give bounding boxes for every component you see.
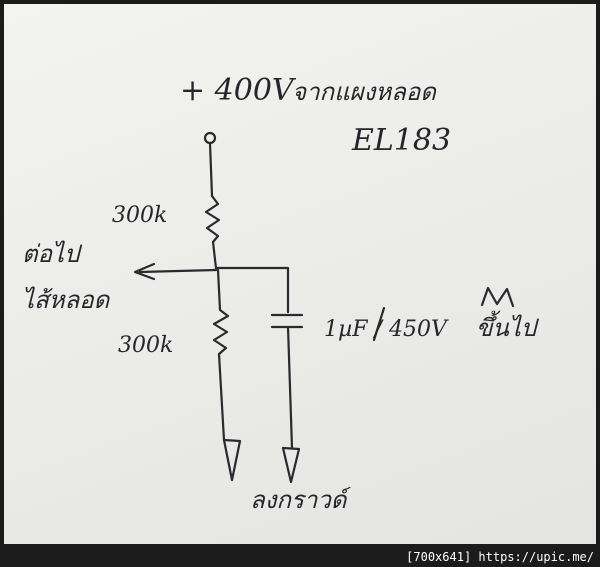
- output-arrow-icon: [133, 262, 156, 281]
- capacitor-voltage-note: ขึ้นไป: [476, 310, 540, 342]
- ripple-sketch: [480, 286, 515, 308]
- resistor-top: [204, 194, 221, 270]
- supply-terminal: [203, 131, 217, 145]
- capacitor-label: 1µF / 450V: [324, 317, 449, 342]
- output-label-line2: ไส้หลอด: [22, 286, 111, 314]
- ground-label: ลงกราวด์: [250, 486, 351, 514]
- supply-source-note: จากแผงหลอด: [292, 78, 437, 106]
- resistor-bottom-label: 300k: [118, 333, 173, 358]
- output-wire: [138, 268, 218, 274]
- junction-wire: [214, 266, 290, 314]
- supply-wire: [208, 141, 214, 198]
- ground-symbol-left: [222, 438, 242, 482]
- image-host-credit: [700x641] https://upic.me/: [406, 550, 594, 564]
- output-label-line1: ต่อไป: [22, 240, 83, 268]
- capacitor-label-slash: [372, 306, 386, 342]
- paper-sheet: [4, 4, 596, 544]
- tube-type-label: EL183: [351, 123, 451, 158]
- schematic-diagram: + 400V จากแผงหลอด EL183 300k 300k ต่อไป …: [22, 73, 540, 514]
- resistor-top-label: 300k: [112, 203, 167, 228]
- resistor-bottom: [212, 268, 230, 442]
- ground-symbol-right: [281, 446, 301, 484]
- supply-voltage-label: + 400V: [180, 73, 297, 108]
- capacitor-wire: [286, 325, 294, 450]
